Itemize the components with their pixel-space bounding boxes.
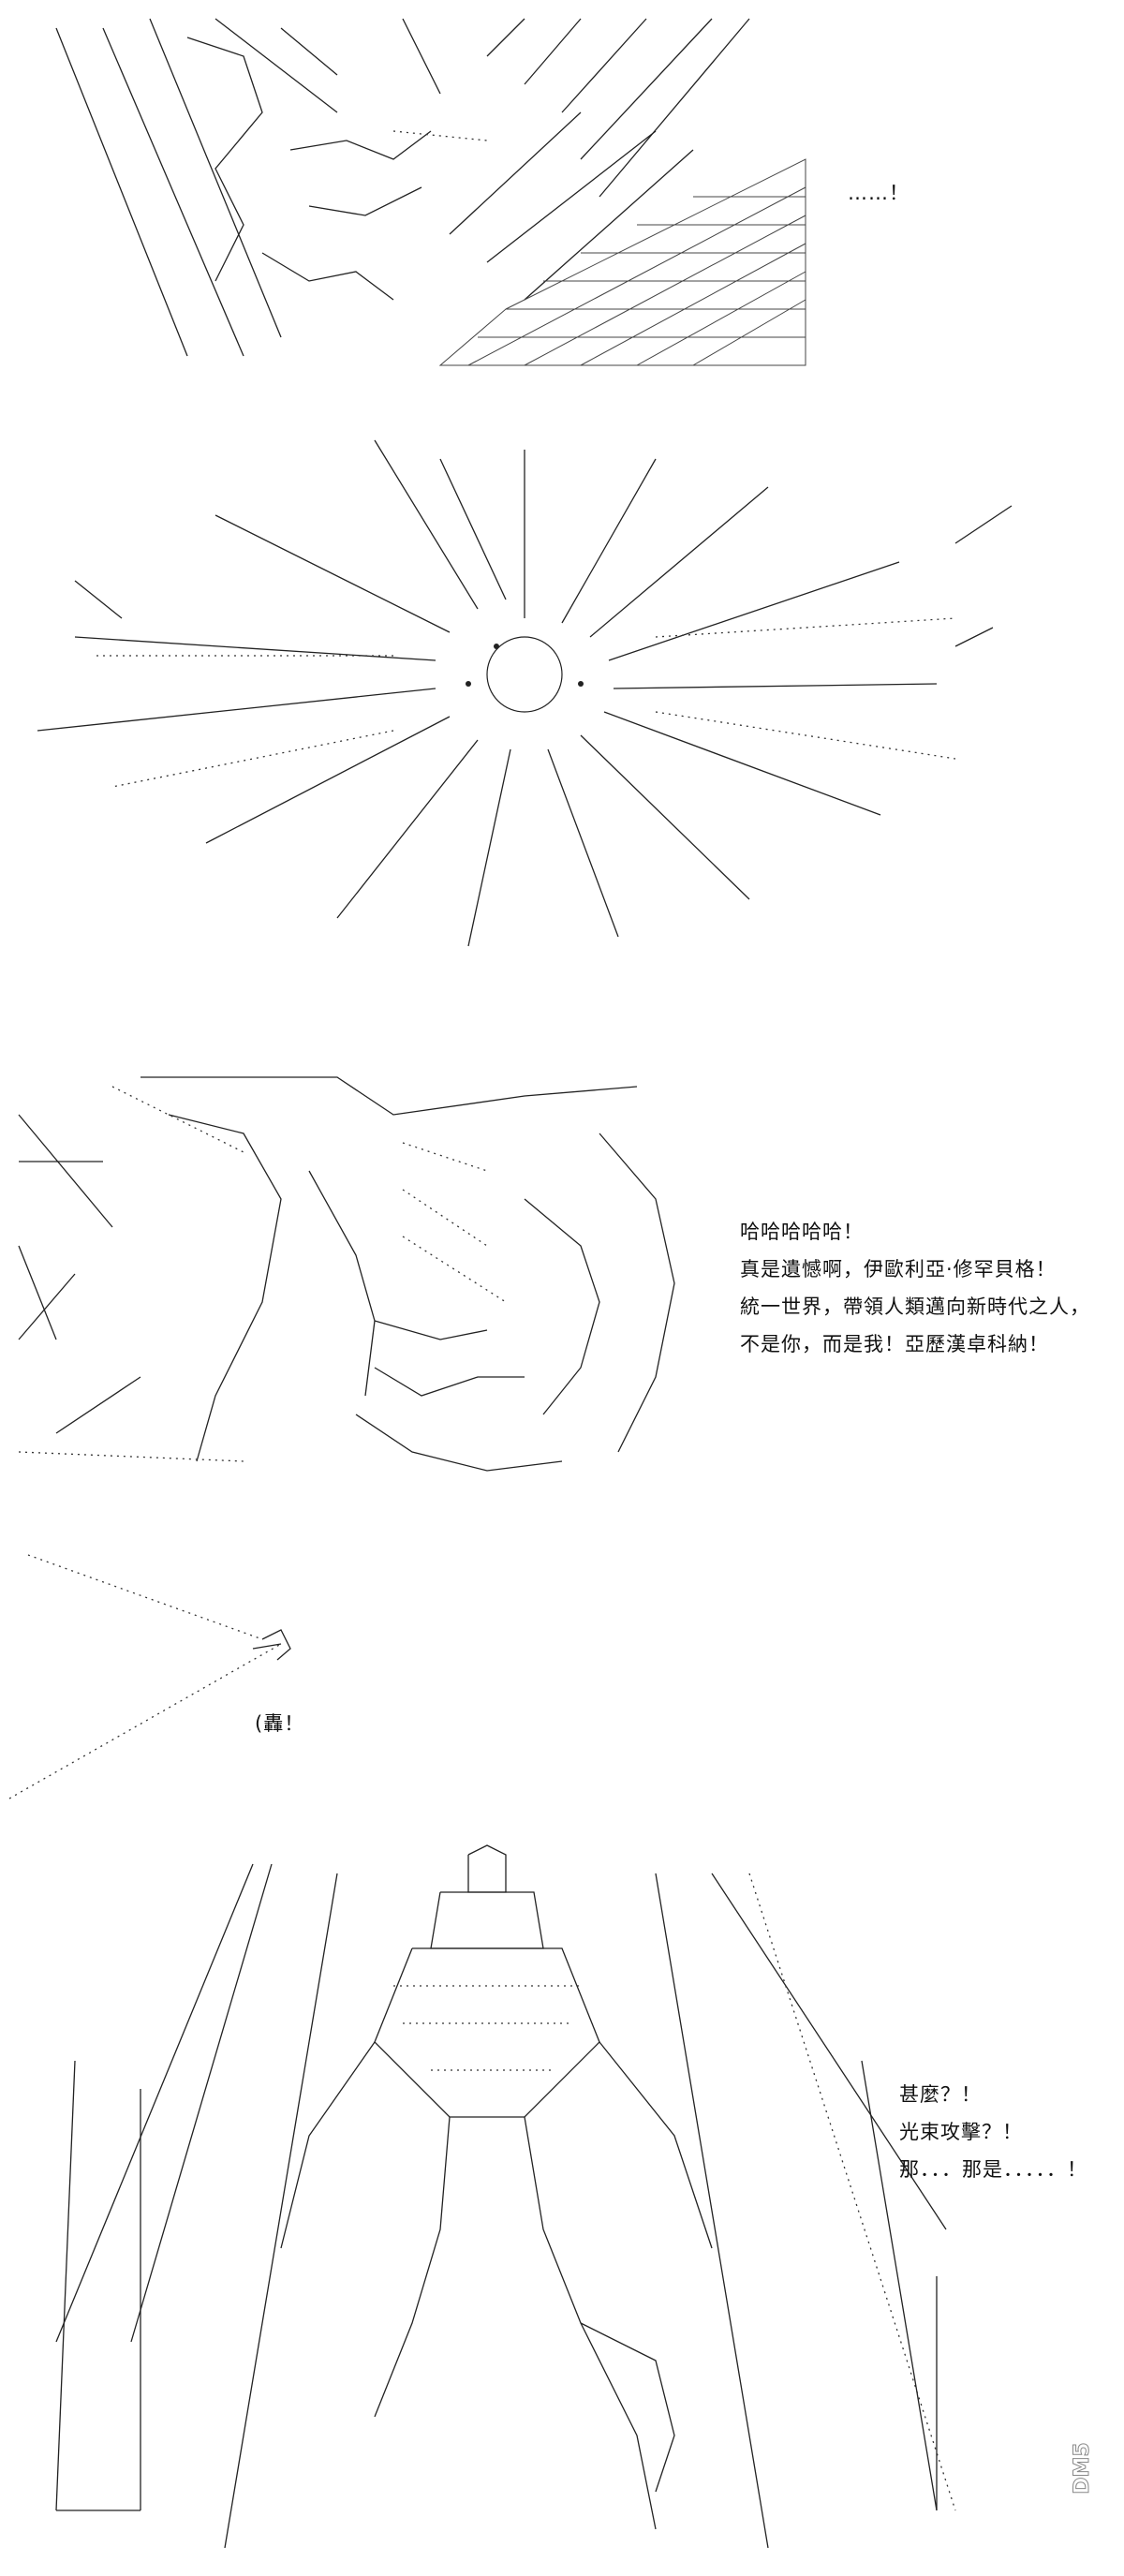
panel-2 — [0, 393, 1124, 1049]
panel-4: (轟！ — [0, 1536, 1124, 1827]
dialog-line: 哈哈哈哈哈！ — [740, 1221, 864, 1243]
beam-burst-art — [55, 18, 806, 366]
dialog-line: 光束攻擊？！ — [899, 2121, 1023, 2143]
dialog-box-5: 甚麼？！ 光束攻擊？！ 那．．．那是．．．．．！ — [899, 2076, 1087, 2188]
panel-3: 哈哈哈哈哈！ 真是遺憾啊，伊歐利亞·修罕貝格！ 統一世界，帶領人類邁向新時代之人… — [0, 1059, 1124, 1527]
mobile-suit-art — [55, 1844, 956, 2549]
panel-5: 甚麼？！ 光束攻擊？！ 那．．．那是．．．．．！ DM5 — [0, 1836, 1124, 2576]
dialog-line: (轟！ — [255, 1712, 305, 1735]
beam-strike-art — [8, 1554, 291, 1799]
dialog-box-3: 哈哈哈哈哈！ 真是遺憾啊，伊歐利亞·修罕貝格！ 統一世界，帶領人類邁向新時代之人… — [740, 1213, 1090, 1363]
explosion-art — [37, 439, 1013, 947]
dialog-box-4: (轟！ — [255, 1705, 304, 1742]
dialog-line: ……！ — [848, 182, 910, 204]
dialog-line: 那．．．那是．．．．．！ — [899, 2158, 1087, 2181]
dm5-watermark-logo: DM5 — [1071, 2442, 1095, 2495]
dialog-box-1: ……！ — [848, 174, 910, 212]
dialog-line: 不是你，而是我！亞歷漢卓科納！ — [740, 1333, 1049, 1355]
villain-face-art — [18, 1076, 675, 1472]
dialog-line: 甚麼？！ — [899, 2083, 982, 2106]
dialog-line: 真是遺憾啊，伊歐利亞·修罕貝格！ — [740, 1258, 1057, 1281]
panel-1: ……！ — [0, 0, 1124, 375]
dialog-line: 統一世界，帶領人類邁向新時代之人， — [740, 1295, 1090, 1318]
svg-text:DM5: DM5 — [1071, 2442, 1094, 2494]
